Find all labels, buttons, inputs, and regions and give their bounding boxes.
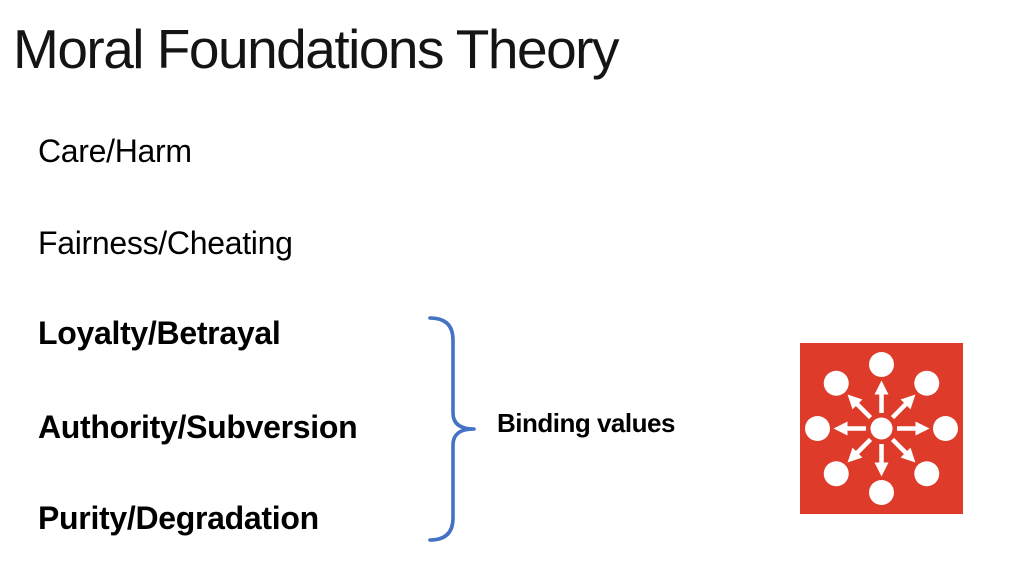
- spoke-node: [869, 480, 894, 505]
- foundation-item-care-harm: Care/Harm: [38, 133, 192, 169]
- hub-and-spokes-icon: [800, 343, 963, 514]
- foundation-item-purity-degradation: Purity/Degradation: [38, 500, 319, 536]
- binding-values-label: Binding values: [497, 408, 675, 438]
- spoke-arrow-head: [874, 380, 889, 395]
- spoke-node: [869, 352, 894, 377]
- slide-title: Moral Foundations Theory: [13, 18, 620, 80]
- spoke-node: [823, 461, 849, 487]
- spoke-arrow-head: [874, 462, 889, 477]
- brace-path: [428, 316, 476, 542]
- spoke-node: [805, 416, 830, 441]
- foundation-item-fairness-cheating: Fairness/Cheating: [38, 225, 293, 261]
- foundation-item-authority-subversion: Authority/Subversion: [38, 409, 358, 445]
- spoke-node: [933, 416, 958, 441]
- hub-center-node: [870, 417, 893, 440]
- spoke-node: [823, 370, 849, 396]
- icon-spokes: [805, 352, 958, 505]
- spoke-arrow-head: [833, 421, 848, 436]
- spoke-arrow-shaft: [890, 437, 909, 456]
- spoke-node: [914, 370, 940, 396]
- spoke-arrow-head: [915, 421, 930, 436]
- foundation-item-loyalty-betrayal: Loyalty/Betrayal: [38, 315, 281, 351]
- spoke-arrow-shaft: [890, 401, 909, 420]
- grouping-brace: [428, 316, 476, 542]
- spoke-arrow-shaft: [854, 437, 873, 456]
- spoke-node: [914, 461, 940, 487]
- spoke-arrow-shaft: [854, 401, 873, 420]
